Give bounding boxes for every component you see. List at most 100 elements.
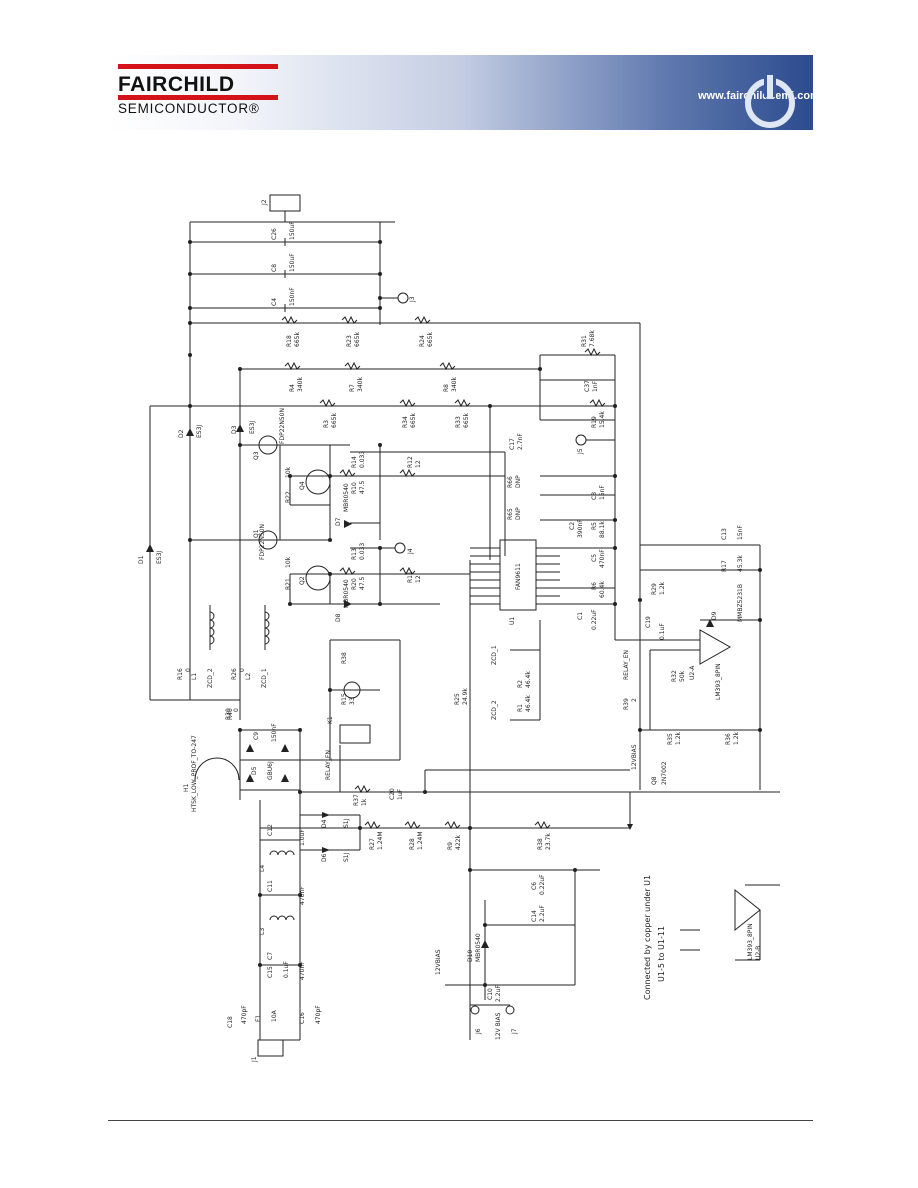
label-U2B: U2-B bbox=[755, 946, 762, 960]
label-R13: R13 bbox=[351, 548, 358, 560]
value-R10: 47.5 bbox=[359, 480, 366, 494]
value-R34: 665k bbox=[410, 413, 417, 428]
value-Q1: FDP22N50N bbox=[259, 524, 266, 560]
label-L4: L4 bbox=[259, 865, 266, 872]
value-R18: 665k bbox=[294, 332, 301, 347]
label-R2: R2 bbox=[517, 680, 524, 688]
label-R26: R26 bbox=[231, 668, 238, 680]
label-R21: R21 bbox=[285, 578, 292, 590]
schematic-wires bbox=[149, 194, 780, 1057]
value-R21: 10k bbox=[285, 556, 292, 568]
value-C2: 390nF bbox=[577, 519, 584, 538]
label-R4: R4 bbox=[289, 384, 296, 392]
label-R40: R40 bbox=[227, 708, 234, 720]
label-C6: C6 bbox=[531, 882, 538, 890]
value-R28: 1.24M bbox=[417, 831, 424, 850]
value-C20: 1uF bbox=[397, 788, 404, 800]
label-U1: U1 bbox=[509, 617, 516, 625]
label-R30: R30 bbox=[225, 708, 232, 720]
value-U2B: LM393_8PIN bbox=[747, 923, 754, 960]
label-R27: R27 bbox=[369, 838, 376, 850]
value-R26: 0 bbox=[239, 668, 246, 672]
label-R38-top: R38 bbox=[341, 652, 348, 664]
label-D2: D2 bbox=[178, 429, 185, 438]
value-C11: 470nF bbox=[299, 886, 306, 905]
label-R14: R14 bbox=[351, 456, 358, 468]
label-C10: C10 bbox=[487, 988, 494, 1000]
label-R65: R65 bbox=[507, 508, 514, 520]
label-R39: R39 bbox=[623, 698, 630, 710]
label-R35: R35 bbox=[667, 733, 674, 745]
label-U2A: U2-A bbox=[689, 665, 696, 680]
label-12VBIAS-a: 12VBIAS bbox=[631, 744, 638, 770]
label-C4: C4 bbox=[271, 298, 278, 306]
label-C9: C9 bbox=[253, 732, 260, 740]
footer-rule bbox=[108, 1120, 813, 1121]
label-F1: F1 bbox=[255, 1015, 262, 1022]
value-F1: 10A bbox=[271, 1009, 278, 1022]
value-C9: 150nF bbox=[271, 723, 278, 742]
label-C14: C14 bbox=[531, 910, 538, 922]
value-R24: 665k bbox=[427, 332, 434, 347]
label-C20: C20 bbox=[389, 788, 396, 800]
label-D7: D7 bbox=[335, 517, 342, 526]
power-logo-icon bbox=[745, 73, 795, 128]
label-R25: R25 bbox=[454, 693, 461, 705]
label-12VBIAS-c: 12V BIAS bbox=[495, 1012, 502, 1040]
value-R20: 47.5 bbox=[359, 576, 366, 590]
label-R6: R6 bbox=[591, 582, 598, 590]
label-C16: C16 bbox=[299, 1012, 306, 1024]
label-C26: C26 bbox=[271, 228, 278, 240]
label-R10: R10 bbox=[351, 482, 358, 494]
label-L1: L1 bbox=[191, 673, 198, 680]
label-D8: D8 bbox=[335, 613, 342, 622]
value-R22: 10k bbox=[285, 466, 292, 478]
label-Q1: Q1 bbox=[253, 529, 260, 538]
value-C26: 150uF bbox=[289, 221, 296, 240]
logo-bar-bottom bbox=[118, 95, 278, 100]
label-D10: D10 bbox=[467, 950, 474, 962]
label-R9: R9 bbox=[447, 842, 454, 850]
value-R9: 422k bbox=[455, 835, 462, 850]
label-C15: C15 bbox=[267, 966, 274, 978]
value-R11: 12 bbox=[415, 575, 422, 583]
label-J1: J1 bbox=[251, 1056, 258, 1063]
value-R12: 12 bbox=[415, 460, 422, 468]
label-R3: R3 bbox=[323, 420, 330, 428]
label-C12: C12 bbox=[267, 824, 274, 836]
label-J3: J3 bbox=[409, 296, 416, 303]
value-C7: 470nF bbox=[299, 961, 306, 980]
value-R30: 0 bbox=[233, 708, 240, 712]
label-R24: R24 bbox=[419, 335, 426, 347]
label-C19: C19 bbox=[645, 616, 652, 628]
label-K1: K1 bbox=[327, 716, 334, 724]
label-H1: H1 bbox=[183, 783, 190, 792]
label-D6: D6 bbox=[321, 853, 328, 862]
label-R18: R18 bbox=[286, 335, 293, 347]
label-C1: C1 bbox=[577, 612, 584, 620]
value-R39: 2 bbox=[631, 698, 638, 702]
value-C17: 2.7nF bbox=[517, 433, 524, 450]
company-logo: FAIRCHILD SEMICONDUCTOR® bbox=[118, 64, 288, 120]
label-C11: C11 bbox=[267, 880, 274, 892]
label-ZCD2b: ZCD_2 bbox=[491, 700, 498, 720]
page-header-banner: FAIRCHILD SEMICONDUCTOR® www.fairchildse… bbox=[108, 55, 820, 130]
value-D8: MBR0540 bbox=[343, 579, 350, 608]
label-12VBIAS-b: 12VBIAS bbox=[435, 949, 442, 975]
value-R27: 1.24M bbox=[377, 831, 384, 850]
value-R35: 1.2k bbox=[675, 731, 682, 745]
value-R17: 45.3k bbox=[737, 555, 744, 572]
label-C5: C5 bbox=[591, 554, 598, 562]
value-R25: 24.9k bbox=[462, 688, 469, 705]
label-J4: J4 bbox=[407, 548, 414, 555]
label-R5: R5 bbox=[591, 522, 598, 530]
label-R12: R12 bbox=[407, 456, 414, 468]
device-symbols bbox=[209, 435, 361, 921]
label-Q2: Q2 bbox=[299, 576, 306, 585]
label-C3: C3 bbox=[591, 492, 598, 500]
label-R17: R17 bbox=[721, 560, 728, 572]
value-D6: S1J bbox=[343, 852, 350, 862]
value-R36: 1.2k bbox=[733, 731, 740, 745]
value-C8: 150uF bbox=[289, 253, 296, 272]
